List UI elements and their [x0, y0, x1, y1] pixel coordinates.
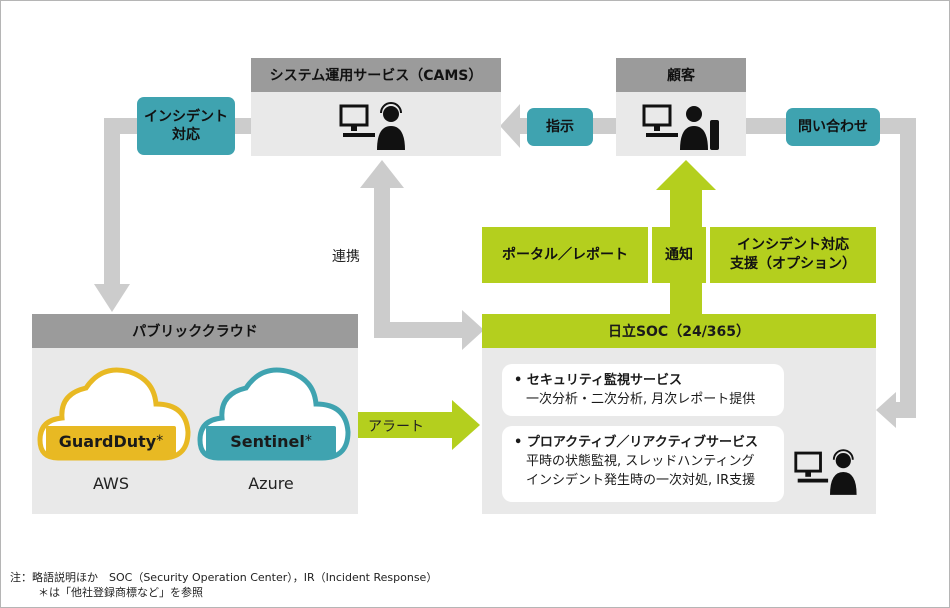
service-detail-line: インシデント発生時の一次対処, IR支援 [526, 472, 756, 488]
incident-response-label: インシデント 対応 [137, 97, 235, 155]
soc-title: 日立SOC（24/365） [482, 314, 876, 348]
incident-support-label: インシデント対応 支援（オプション） [710, 227, 876, 283]
service-detail-line: 平時の状態監視, スレッドハンティング [526, 453, 755, 469]
aws-label: AWS [92, 474, 130, 493]
sentinel-text: Sentinel [230, 431, 305, 451]
service-card-monitoring: • セキュリティ監視サービス 一次分析・二次分析, 月次レポート提供 [502, 364, 784, 416]
public-cloud-title: パブリッククラウド [32, 314, 358, 348]
alert-arrow [356, 400, 480, 450]
customer-icon [642, 104, 719, 150]
service-title-monitoring: • セキュリティ監視サービス [514, 373, 683, 388]
sentinel-mark: * [304, 433, 312, 449]
portal-report-label: ポータル／レポート [482, 227, 648, 283]
notification-label: 通知 [652, 227, 706, 283]
customer-panel: 顧客 [616, 58, 746, 156]
sentinel-badge: Sentinel* [206, 426, 336, 456]
soc-panel: 日立SOC（24/365） • セキュリティ監視サービス 一次分析・二次分析, … [482, 314, 876, 514]
soc-operator-icon [794, 449, 857, 495]
service-detail-line: 一次分析・二次分析, 月次レポート提供 [526, 391, 756, 407]
footnote-trademark: ＊は「他社登録商標など」を参照 [38, 586, 203, 599]
cams-title: システム運用サービス（CAMS） [251, 58, 501, 92]
service-card-proactive: • プロアクティブ／リアクティブサービス 平時の状態監視, スレッドハンティング… [502, 426, 784, 502]
alert-label: アラート [368, 419, 424, 435]
footnote-abbreviations: 注：略語説明ほか SOC（Security Operation Center），… [10, 571, 438, 584]
guardduty-badge: GuardDuty* [46, 426, 176, 456]
public-cloud-panel: パブリッククラウド GuardDuty* AWS Sentinel* Azure [32, 314, 358, 514]
cams-panel: システム運用サービス（CAMS） [251, 58, 501, 156]
instruction-label: 指示 [527, 108, 593, 146]
guardduty-text: GuardDuty [58, 431, 157, 451]
service-title-proactive: • プロアクティブ／リアクティブサービス [514, 435, 758, 450]
customer-title: 顧客 [616, 58, 746, 92]
operator-icon [339, 102, 405, 150]
inquiry-label: 問い合わせ [786, 108, 880, 146]
guardduty-mark: * [156, 433, 164, 449]
azure-label: Azure [248, 474, 294, 493]
coordination-arrow [360, 160, 484, 350]
coordination-label: 連携 [332, 249, 360, 265]
